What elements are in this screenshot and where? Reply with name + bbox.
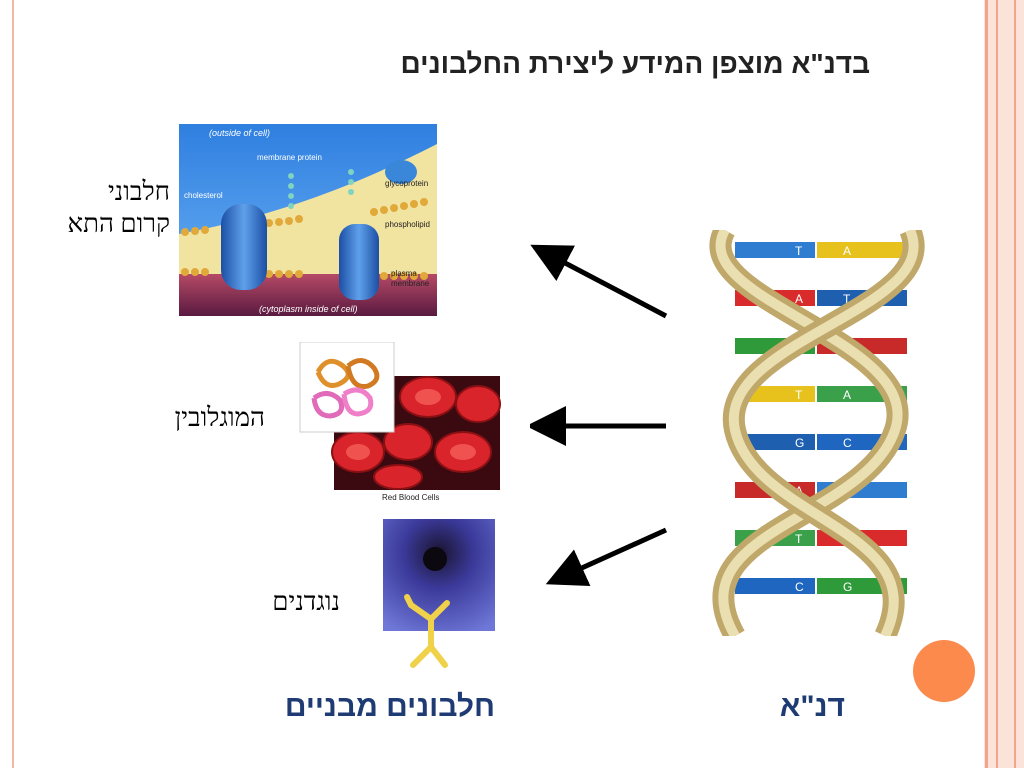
antibodies-label: נוגדנים (272, 587, 340, 616)
right-border-band (984, 0, 1024, 768)
right-border-stripe (996, 0, 998, 768)
dna-base-letter: A (843, 244, 851, 258)
dna-base-letter: T (795, 532, 803, 546)
dna-base-letter: T (795, 244, 803, 258)
right-border-stripe (1014, 0, 1016, 768)
dna-base-pair-left (735, 578, 815, 594)
membrane-inside-label: (cytoplasm inside of cell) (259, 304, 358, 314)
phospholipid-label: phospholipid (385, 220, 430, 229)
red-blood-cells-caption: Red Blood Cells (382, 493, 439, 502)
dna-base-letter: G (843, 580, 852, 594)
arrow-to-antibodies (545, 527, 668, 587)
red-blood-cells-image: Red Blood Cells (299, 342, 501, 502)
decorative-orange-circle (913, 640, 975, 702)
dna-base-pair-right (817, 242, 907, 258)
membrane-outside-label: (outside of cell) (209, 128, 270, 138)
dna-base-letter: T (843, 292, 851, 306)
structural-proteins-label: חלבונים מבניים (284, 690, 495, 723)
glycoprotein-label: glycoprotein (385, 179, 428, 188)
right-border-stripe (985, 0, 988, 768)
dna-base-letter: A (843, 388, 851, 402)
membrane-protein-label: membrane protein (257, 153, 322, 162)
membrane-proteins-line2: קרום התא (67, 209, 170, 238)
arrows-layer (530, 244, 668, 587)
dna-base-letter: C (795, 580, 804, 594)
arrow-to-membrane (530, 244, 668, 319)
dna-label: דנ"א (779, 690, 845, 723)
slide-title: בדנ"א מוצפן המידע ליצירת החלבונים (400, 48, 870, 79)
dna-base-letter: C (843, 436, 852, 450)
left-border-line (12, 0, 14, 768)
dna-base-letter: T (795, 388, 803, 402)
cholesterol-label: cholesterol (184, 191, 223, 200)
membrane-label: membrane (391, 279, 430, 288)
antibody-image (383, 519, 495, 671)
membrane-proteins-label: חלבוני קרום התא (40, 176, 170, 240)
hemoglobin-label: המוגלובין (174, 403, 265, 432)
dna-base-letter: A (795, 292, 803, 306)
membrane-proteins-line1: חלבוני (107, 177, 170, 206)
dna-base-pair-left (735, 434, 815, 450)
cell-membrane-image: (outside of cell) membrane protein chole… (179, 124, 437, 316)
dna-base-letter: G (795, 436, 804, 450)
dna-base-pair-left (735, 242, 815, 258)
plasma-label: plasma (391, 269, 417, 278)
